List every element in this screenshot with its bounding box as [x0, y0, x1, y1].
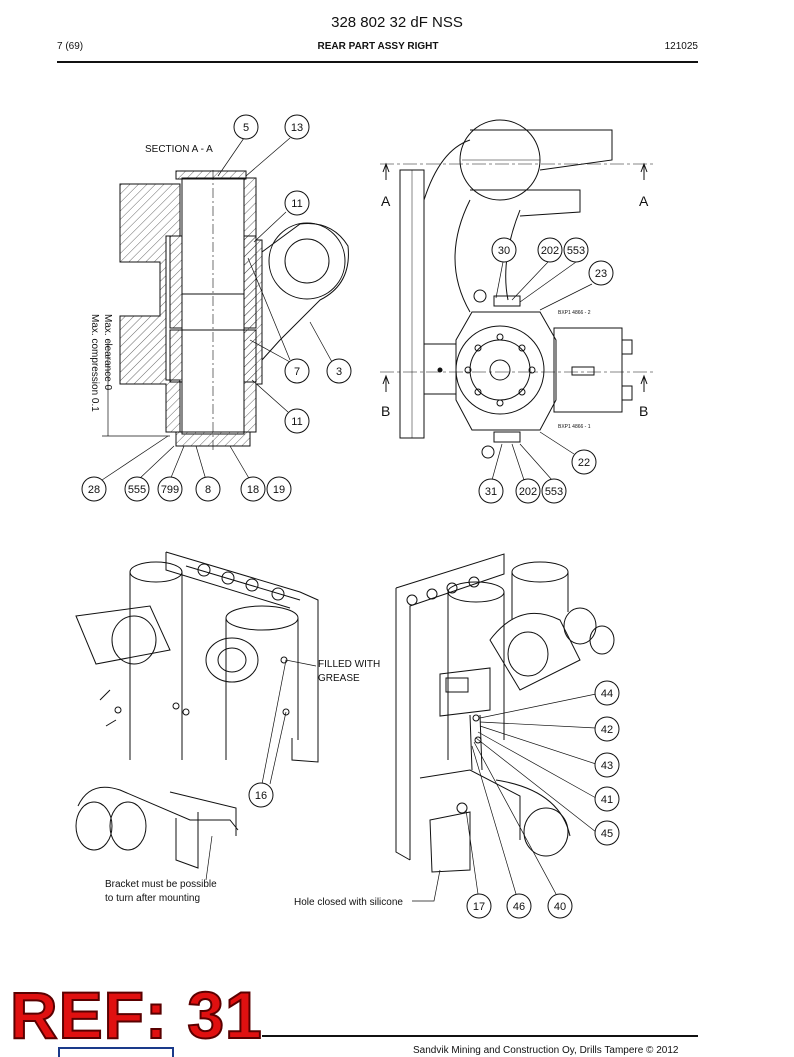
svg-text:202: 202: [519, 486, 537, 498]
balloon-22: 22: [571, 449, 597, 475]
section-view: SECTION A - A Max. clearance 0 Max. comp…: [89, 137, 349, 481]
section-label-a-left: A: [381, 193, 391, 209]
balloon-555: 555: [124, 476, 150, 502]
svg-text:553: 553: [545, 486, 563, 498]
svg-text:22: 22: [578, 457, 590, 469]
balloon-8: 8: [195, 476, 221, 502]
page-number: 7 (69): [57, 41, 84, 52]
balloon-44: 44: [594, 680, 620, 706]
balloon-7: 7: [284, 358, 310, 384]
svg-text:555: 555: [128, 484, 146, 496]
balloon-799: 799: [157, 476, 183, 502]
svg-text:45: 45: [601, 828, 613, 840]
svg-text:8: 8: [205, 484, 211, 496]
reference-stamp: REF: 31: [9, 978, 263, 1052]
svg-text:43: 43: [601, 760, 613, 772]
side-valve-block: [553, 327, 623, 413]
balloon-16: 16: [248, 782, 274, 808]
svg-text:46: 46: [513, 901, 525, 913]
isometric-view-left: FILLED WITH GREASE Bracket must be possi…: [75, 551, 380, 904]
balloon-18: 18: [240, 476, 266, 502]
isometric-view-right: Hole closed with silicone: [294, 553, 615, 908]
svg-text:42: 42: [601, 724, 613, 736]
balloon-28: 28: [81, 476, 107, 502]
svg-text:18: 18: [247, 484, 259, 496]
svg-text:44: 44: [601, 688, 613, 700]
balloon-43: 43: [594, 752, 620, 778]
footer-copyright: Sandvik Mining and Construction Oy, Dril…: [413, 1045, 679, 1056]
svg-text:5: 5: [243, 122, 249, 134]
note-grease-2: GREASE: [318, 673, 360, 684]
side-view: A A B B BXP1 4: [380, 119, 656, 481]
svg-text:16: 16: [255, 790, 267, 802]
balloon-17: 17: [466, 893, 492, 919]
note-bracket-2: to turn after mounting: [105, 893, 200, 904]
balloon-202-bottom: 202: [515, 478, 541, 504]
svg-text:202: 202: [541, 245, 559, 257]
balloon-553-bottom: 553: [541, 478, 567, 504]
section-cap: [175, 170, 247, 180]
balloon-13: 13: [284, 114, 310, 140]
balloon-23: 23: [588, 260, 614, 286]
document-code: 121025: [664, 41, 698, 52]
svg-text:3: 3: [336, 366, 342, 378]
balloon-11-top: 11: [284, 190, 310, 216]
balloon-46: 46: [506, 893, 532, 919]
header-rule: [57, 61, 698, 63]
svg-text:40: 40: [554, 901, 566, 913]
footer-rule: [262, 1035, 698, 1037]
section-link-arm: [261, 222, 349, 361]
balloon-30: 30: [491, 237, 517, 263]
note-bracket-1: Bracket must be possible: [105, 879, 217, 890]
balloon-41: 41: [594, 786, 620, 812]
ref-top: BXP1 4866 - 2: [558, 310, 591, 316]
note-hole: Hole closed with silicone: [294, 897, 403, 908]
svg-text:19: 19: [273, 484, 285, 496]
svg-text:23: 23: [595, 268, 607, 280]
note-clearance: Max. clearance 0: [102, 314, 113, 391]
balloon-5: 5: [233, 114, 259, 140]
svg-text:799: 799: [161, 484, 179, 496]
balloon-3: 3: [326, 358, 352, 384]
company-logo: [58, 1047, 174, 1057]
svg-text:31: 31: [485, 486, 497, 498]
svg-text:13: 13: [291, 122, 303, 134]
balloon-42: 42: [594, 716, 620, 742]
svg-text:41: 41: [601, 794, 613, 806]
section-label-b-left: B: [381, 403, 390, 419]
balloon-31: 31: [478, 478, 504, 504]
section-title: SECTION A - A: [145, 144, 213, 155]
ref-bottom: BXP1 4866 - 1: [558, 424, 591, 430]
part-balloons: 5 13 11 7 3 11 28 555 799 8 18 19 30 202…: [81, 114, 620, 919]
svg-text:11: 11: [291, 198, 302, 210]
svg-text:30: 30: [498, 245, 510, 257]
svg-text:553: 553: [567, 245, 585, 257]
assembly-title: REAR PART ASSY RIGHT: [317, 41, 439, 52]
svg-text:17: 17: [473, 901, 485, 913]
svg-text:11: 11: [291, 416, 302, 428]
balloon-553-top: 553: [563, 237, 589, 263]
balloon-19: 19: [266, 476, 292, 502]
note-compression: Max. compression 0.1: [89, 314, 100, 412]
section-label-a-right: A: [639, 193, 649, 209]
document-title: 328 802 32 dF NSS: [331, 14, 463, 31]
svg-text:28: 28: [88, 484, 100, 496]
balloon-11-bottom: 11: [284, 408, 310, 434]
note-grease-1: FILLED WITH: [318, 659, 380, 670]
balloon-202-top: 202: [537, 237, 563, 263]
balloon-40: 40: [547, 893, 573, 919]
section-label-b-right: B: [639, 403, 648, 419]
balloon-45: 45: [594, 820, 620, 846]
svg-text:7: 7: [294, 366, 300, 378]
